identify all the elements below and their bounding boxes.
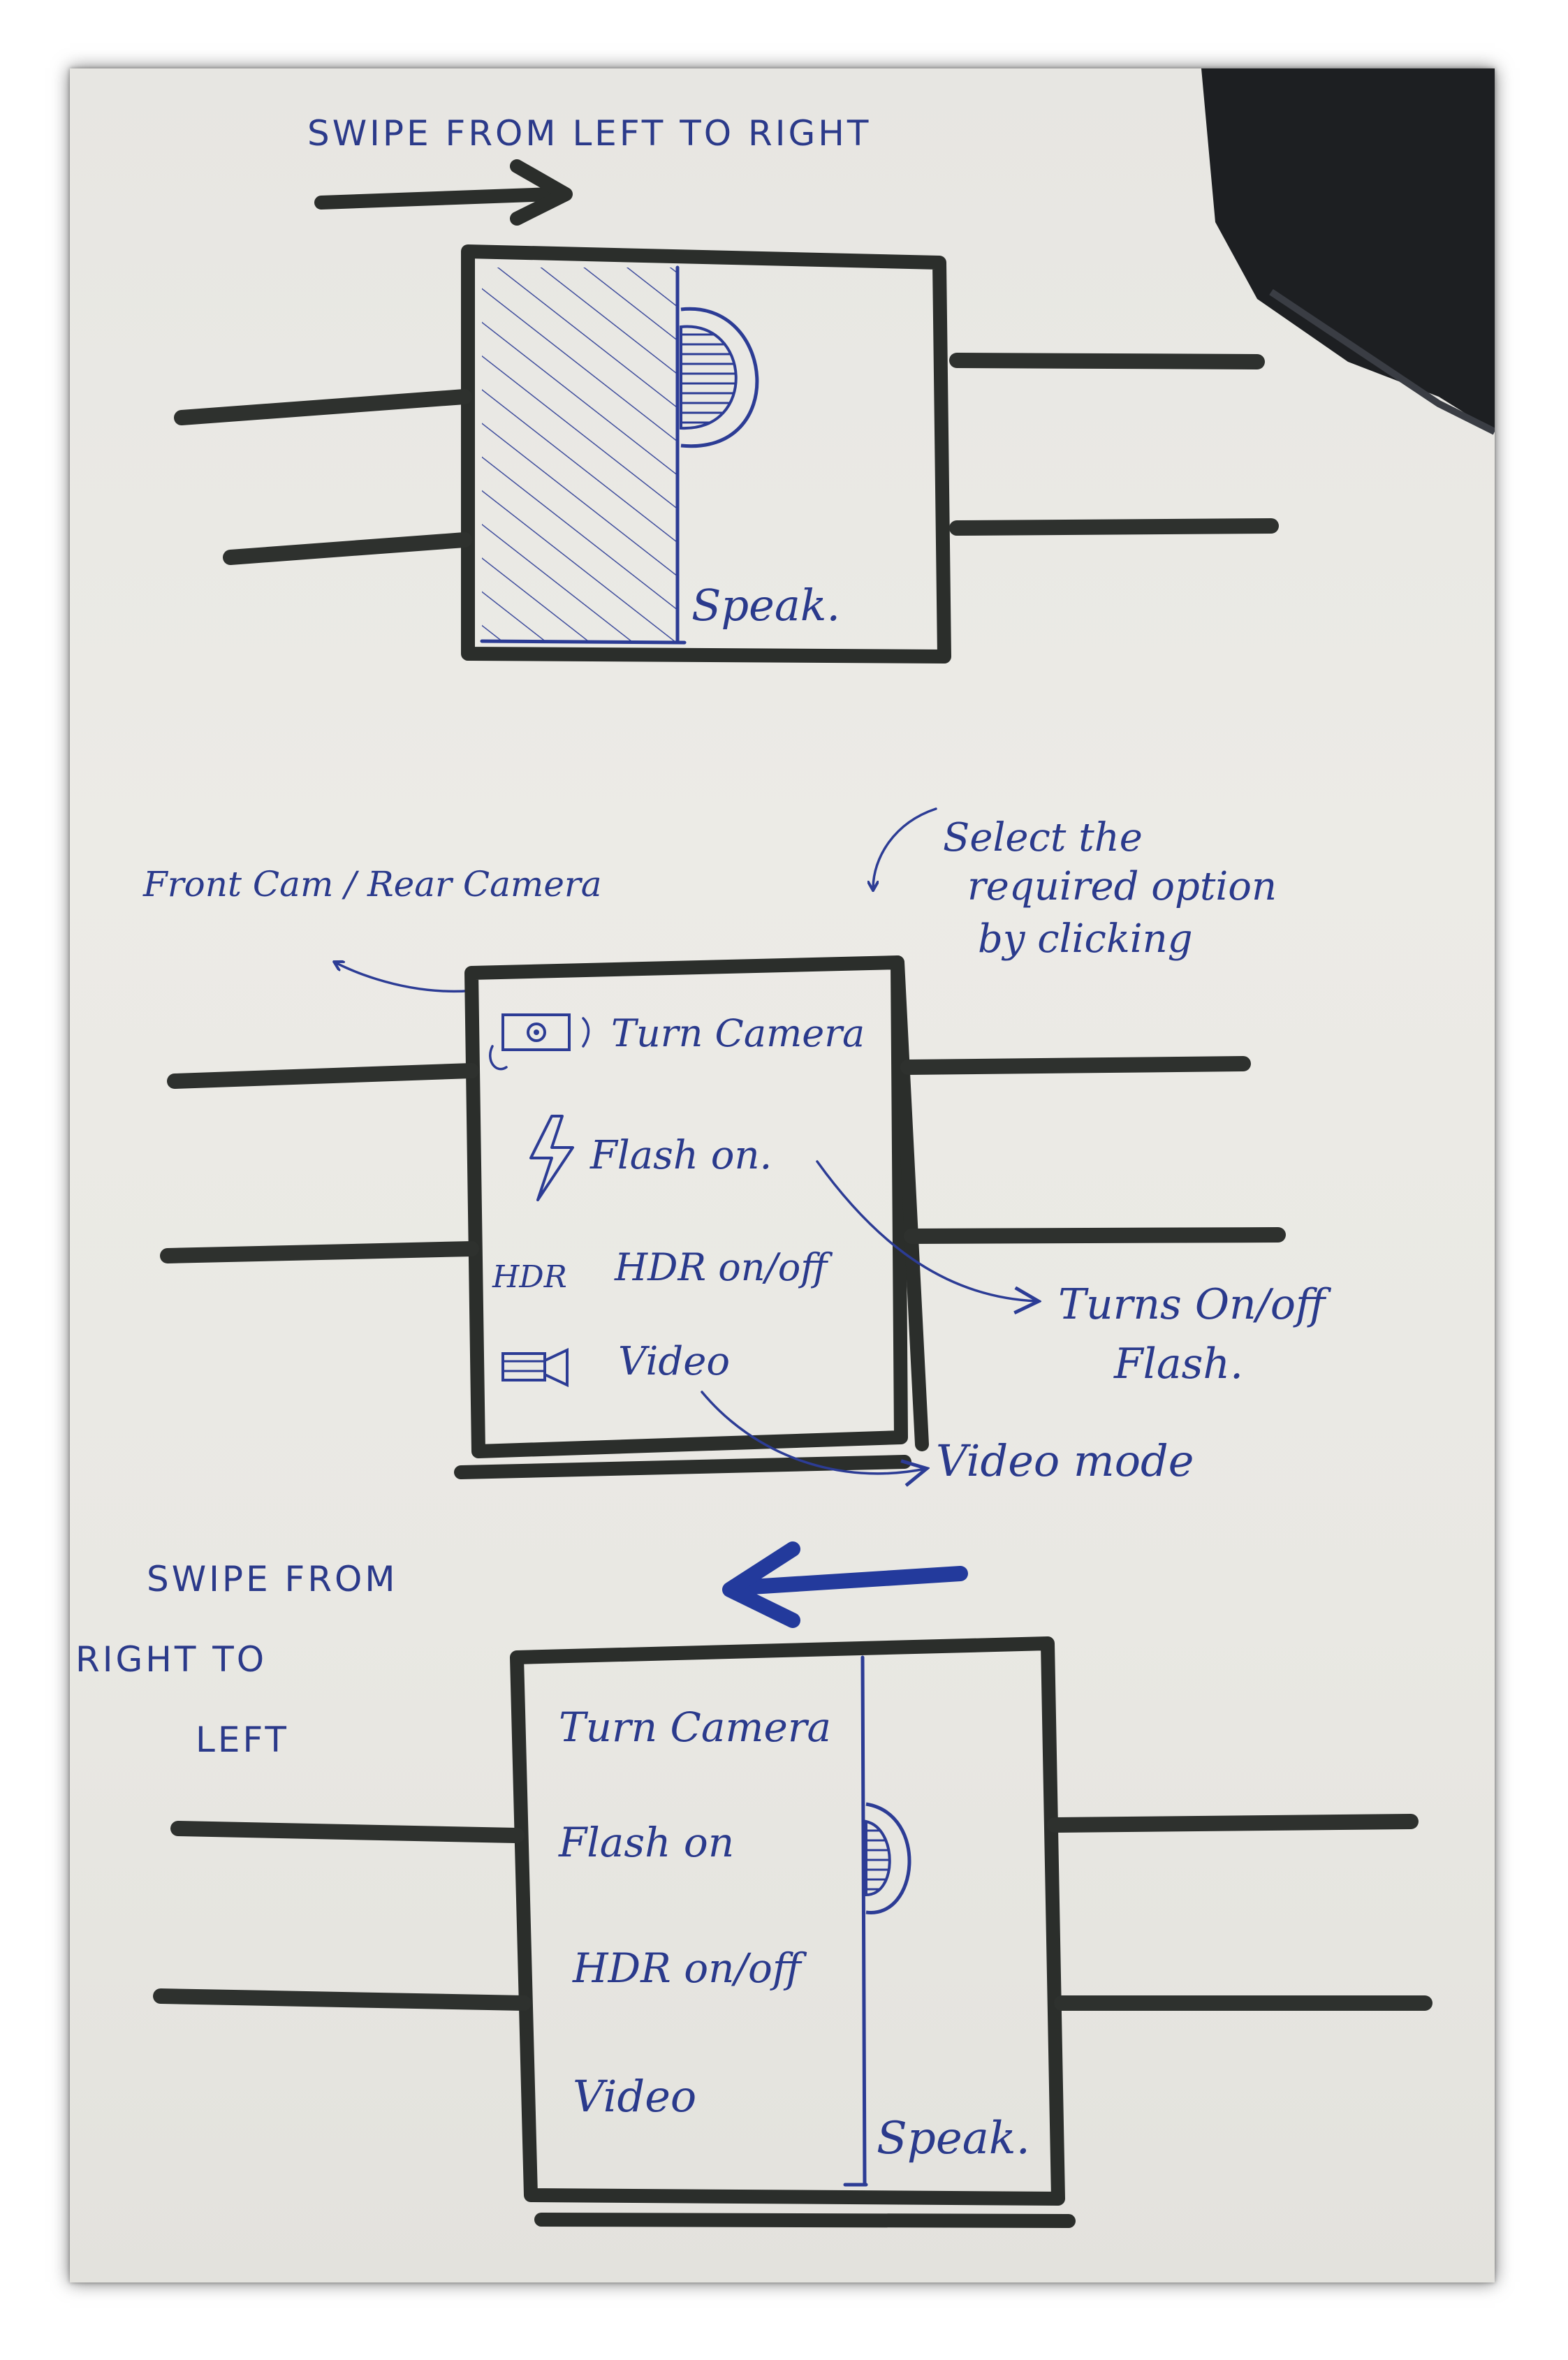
- panel-1: SWIPE FROM LEFT TO RIGHT Spea: [174, 113, 1279, 664]
- panel2-flash-option[interactable]: Flash on.: [589, 1133, 772, 1178]
- panel3-swipe-label-line-2: RIGHT TO: [75, 1639, 267, 1680]
- paper-sheet: [70, 68, 1495, 2282]
- video-camera-icon: [501, 1347, 569, 1388]
- video-mode-note: Video mode: [936, 1435, 1194, 1486]
- panel2-device-frame: [464, 955, 908, 1458]
- panel3-flash-option[interactable]: Flash on: [558, 1819, 734, 1866]
- panel1-drawer-hatch: [482, 267, 677, 641]
- turns-flash-note-line-2: Flash.: [1113, 1340, 1243, 1388]
- background-object: [1201, 68, 1495, 432]
- sketch-canvas: SWIPE FROM LEFT TO RIGHT Spea: [75, 68, 1495, 2228]
- panel3-hdr-option[interactable]: HDR on/off: [572, 1944, 807, 1992]
- panel3-microphone-icon: [865, 1802, 911, 1914]
- panel3-speak-label: Speak.: [877, 2113, 1030, 2164]
- camera-switch-icon: [489, 1013, 590, 1071]
- select-note-line-3: by clicking: [978, 916, 1193, 962]
- panel1-microphone-icon: [680, 307, 759, 448]
- panel2-turn-camera-option[interactable]: Turn Camera: [611, 1011, 865, 1055]
- front-rear-camera-label: Front Cam / Rear Camera: [142, 864, 602, 904]
- panel3-device-frame: [510, 1636, 1065, 2206]
- panel3-swipe-label-line-3: LEFT: [196, 1720, 289, 1760]
- panel2-video-option[interactable]: Video: [618, 1339, 730, 1384]
- turns-flash-note-line-1: Turns On/off: [1058, 1280, 1332, 1329]
- select-note-line-2: required option: [967, 864, 1277, 909]
- panel2-hdr-option[interactable]: HDR on/off: [614, 1245, 833, 1289]
- panel1-speak-label: Speak.: [691, 580, 840, 631]
- hdr-icon: HDR: [492, 1259, 567, 1295]
- panel3-swipe-label-line-1: SWIPE FROM: [147, 1559, 398, 1599]
- panel-2: Front Cam / Rear Camera Select the requi…: [142, 807, 1332, 1486]
- select-note-line-1: Select the: [943, 815, 1143, 860]
- swipe-left-arrow-icon: [722, 1541, 968, 1628]
- flash-icon: [529, 1115, 574, 1201]
- panel1-swipe-label: SWIPE FROM LEFT TO RIGHT: [307, 113, 871, 154]
- swipe-right-arrow-icon: [314, 159, 573, 226]
- panel3-video-option[interactable]: Video: [573, 2071, 696, 2122]
- panel1-device-frame: [461, 244, 951, 664]
- panel-3: SWIPE FROM RIGHT TO LEFT: [75, 1541, 1433, 2228]
- panel3-turn-camera-option[interactable]: Turn Camera: [559, 1703, 831, 1751]
